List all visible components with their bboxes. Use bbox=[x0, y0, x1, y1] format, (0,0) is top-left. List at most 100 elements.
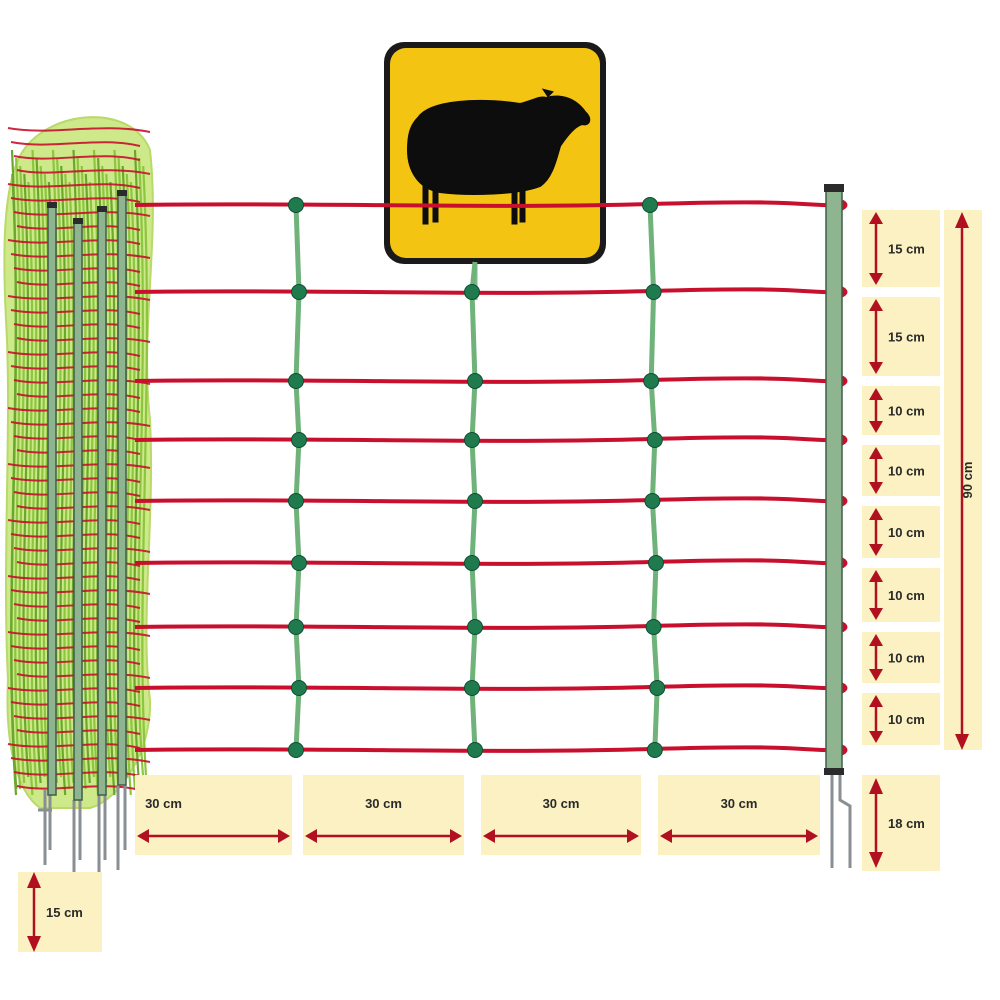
netting-strand bbox=[141, 165, 149, 796]
netting-strand bbox=[59, 165, 67, 796]
knot bbox=[467, 493, 483, 509]
post-2 bbox=[72, 218, 83, 875]
vertical-struts bbox=[288, 197, 666, 758]
knot bbox=[288, 373, 304, 389]
spacing-dimension: 10 cm bbox=[862, 693, 940, 745]
knot bbox=[288, 742, 304, 758]
spacing-dimension: 10 cm bbox=[862, 632, 940, 683]
knot bbox=[288, 493, 304, 509]
knot bbox=[642, 197, 658, 213]
strut-spacing-label: 30 cm bbox=[365, 796, 402, 811]
end-post bbox=[824, 184, 852, 868]
knot bbox=[643, 373, 660, 389]
wire-6 bbox=[134, 558, 846, 566]
knot bbox=[288, 197, 304, 213]
knot bbox=[467, 619, 483, 635]
spacing-dimension: 10 cm bbox=[862, 506, 940, 558]
wire-3 bbox=[134, 376, 846, 384]
wire-end-loop bbox=[841, 621, 848, 633]
wire-end-loop bbox=[841, 199, 848, 211]
netting-strand bbox=[63, 173, 71, 790]
netting-strand bbox=[7, 183, 141, 189]
knot bbox=[648, 555, 664, 571]
bottom-gap-dimension: 18 cm bbox=[862, 775, 940, 871]
knot bbox=[649, 680, 666, 696]
wire-end-loop bbox=[841, 557, 848, 569]
strut-spacing-dimension: 30 cm bbox=[135, 775, 292, 855]
spacing-label: 10 cm bbox=[888, 651, 925, 666]
netting-strand bbox=[10, 141, 141, 147]
knot bbox=[464, 680, 480, 696]
bottom-gap-label: 18 cm bbox=[888, 816, 925, 831]
netting-strand bbox=[7, 127, 151, 133]
strut-spacing-label: 30 cm bbox=[543, 796, 580, 811]
netting-strand bbox=[83, 173, 91, 784]
knot bbox=[646, 742, 663, 758]
wire-4 bbox=[134, 435, 846, 443]
netting-strand bbox=[87, 181, 95, 778]
spike-length-dimension: 15 cm bbox=[18, 872, 102, 952]
strut-spacing-dimension: 30 cm bbox=[481, 775, 641, 855]
knot bbox=[646, 432, 663, 448]
knot bbox=[644, 493, 661, 509]
total-height-label: 90 cm bbox=[960, 462, 975, 499]
wire-8 bbox=[134, 683, 846, 691]
knot bbox=[467, 373, 483, 389]
netting-strand bbox=[16, 169, 151, 175]
spacing-label: 10 cm bbox=[888, 464, 925, 479]
knot bbox=[645, 284, 662, 300]
knot bbox=[645, 619, 662, 635]
netting-strand bbox=[67, 181, 75, 784]
post-3 bbox=[97, 206, 107, 885]
wire-7 bbox=[134, 622, 846, 630]
netting-strand bbox=[124, 173, 132, 796]
total-height-dimension: 90 cm bbox=[944, 210, 982, 750]
spacing-label: 10 cm bbox=[888, 525, 925, 540]
strut-spacing-dimensions: 30 cm 30 cm 30 cm 30 cm bbox=[135, 775, 820, 855]
netting-strand bbox=[38, 165, 46, 778]
wire-end-loop bbox=[841, 286, 848, 298]
strut-spacing-dimension: 30 cm bbox=[658, 775, 820, 855]
wire-5 bbox=[134, 496, 846, 504]
netting-strand bbox=[13, 155, 141, 161]
knot bbox=[291, 284, 307, 300]
knot bbox=[464, 555, 480, 571]
bundle-posts bbox=[38, 190, 127, 885]
spacing-label: 10 cm bbox=[888, 588, 925, 603]
spacing-label: 15 cm bbox=[888, 330, 925, 345]
spike-length-label: 15 cm bbox=[46, 905, 83, 920]
knot bbox=[291, 555, 307, 571]
wire-spacing-dimensions: 15 cm 15 cm 10 cm 10 cm 10 cm 10 cm 10 cm 10 cm bbox=[862, 210, 940, 745]
knot bbox=[467, 742, 483, 758]
knot bbox=[464, 284, 480, 300]
wire-end-loop bbox=[841, 434, 848, 446]
horizontal-wires bbox=[134, 199, 848, 756]
spacing-label: 15 cm bbox=[888, 242, 925, 257]
spacing-dimension: 10 cm bbox=[862, 568, 940, 622]
strut-spacing-label: 30 cm bbox=[721, 796, 758, 811]
wire-end-loop bbox=[841, 495, 848, 507]
wire-1 bbox=[134, 200, 846, 208]
post-4 bbox=[116, 190, 127, 870]
spacing-dimension: 10 cm bbox=[862, 386, 940, 435]
netting-strand bbox=[128, 181, 136, 790]
spacing-dimension: 10 cm bbox=[862, 445, 940, 496]
knot bbox=[291, 432, 307, 448]
wire-end-loop bbox=[841, 744, 848, 756]
strut-spacing-label: 30 cm bbox=[145, 796, 182, 811]
wire-end-loop bbox=[841, 682, 848, 694]
knot bbox=[288, 619, 304, 635]
netting-strand bbox=[13, 211, 151, 217]
spacing-dimension: 15 cm bbox=[862, 297, 940, 376]
post-1 bbox=[38, 202, 57, 865]
sheep-warning-sign bbox=[384, 42, 606, 264]
spacing-dimension: 15 cm bbox=[862, 210, 940, 287]
spacing-label: 10 cm bbox=[888, 712, 925, 727]
netting-strand bbox=[55, 157, 63, 778]
wire-9 bbox=[134, 745, 846, 753]
wire-2 bbox=[134, 287, 846, 295]
netting-strand bbox=[30, 149, 38, 790]
spacing-label: 10 cm bbox=[888, 404, 925, 419]
knot bbox=[291, 680, 307, 696]
